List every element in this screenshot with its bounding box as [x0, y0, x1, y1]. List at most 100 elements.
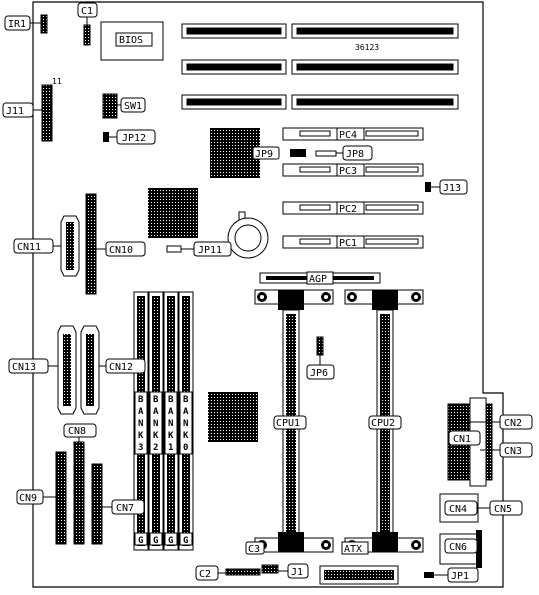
cpu2-label: CPU2 — [371, 418, 395, 429]
bios-chip-outline — [100, 21, 164, 61]
j11-header — [41, 84, 53, 142]
jp8-jumper — [315, 150, 337, 157]
battery — [227, 211, 269, 259]
jp6-jumper — [316, 336, 324, 356]
cn6-label: CN6 — [449, 542, 467, 553]
bank-3-letter: A — [138, 407, 144, 417]
j1-label: J1 — [291, 567, 303, 578]
board-outline — [32, 1, 504, 588]
jp11-jumper — [166, 245, 182, 253]
cn10-header — [85, 193, 97, 295]
j13-jumper — [425, 182, 431, 192]
cn13-connector — [57, 325, 77, 415]
bank-2-label: B A N K 2 — [153, 395, 159, 453]
cn11-label: CN11 — [17, 242, 41, 253]
leader-lines — [30, 17, 500, 576]
bios-label-box — [115, 32, 153, 47]
bank-3-label: B A N K 3 — [138, 395, 144, 453]
cn7-header — [91, 463, 103, 545]
cn9-label: CN9 — [19, 493, 37, 504]
chipset-io — [208, 392, 258, 442]
c3-label-box — [245, 541, 265, 555]
jp9-label: JP9 — [255, 149, 273, 160]
cn12-connector — [80, 325, 100, 415]
c3-header — [261, 564, 279, 574]
bank-1-letter: N — [168, 419, 173, 429]
c2-label: C2 — [199, 569, 211, 580]
cn9-header — [55, 451, 67, 545]
jp8-label: JP8 — [346, 149, 364, 160]
agp-label: AGP — [309, 274, 327, 285]
bank-3-letter: 3 — [138, 443, 143, 453]
cn3-label: CN3 — [504, 446, 522, 457]
agp-label-box — [306, 271, 334, 285]
bank-label-boxes — [134, 391, 193, 546]
bank-2-letter: B — [153, 395, 159, 405]
bank-1-g-label: G — [168, 536, 173, 546]
pci-slot-1-label: PC1 — [339, 238, 357, 249]
bank-0-letter: N — [183, 419, 188, 429]
jp1-jumper — [424, 572, 434, 578]
cn4-label: CN4 — [449, 504, 467, 515]
j11-label: J11 — [6, 106, 24, 117]
slot-number-label: 36123 — [355, 43, 379, 52]
jp9-label-box — [252, 146, 280, 160]
bank-2-g-label: G — [153, 536, 158, 546]
cn8-header — [73, 441, 85, 545]
jp11-label: JP11 — [198, 245, 222, 256]
chipset-south — [148, 188, 198, 238]
bank-0-letter: A — [183, 407, 189, 417]
cn10-label: CN10 — [109, 245, 133, 256]
cn1-label: CN1 — [453, 434, 471, 445]
sw1-switch — [102, 93, 118, 119]
pin-number-label: 11 — [52, 77, 62, 86]
atx-pins — [324, 570, 394, 580]
pci-slot-2-label: PC2 — [339, 204, 357, 215]
sw1-label: SW1 — [124, 101, 142, 112]
jp12-jumper — [103, 132, 109, 142]
bank-3-g-label: G — [138, 536, 143, 546]
cn7-label: CN7 — [116, 503, 134, 514]
c3-label: C3 — [248, 544, 260, 555]
jp1-label: JP1 — [451, 571, 469, 582]
ir1-header — [40, 14, 48, 34]
pci-slot-labels — [336, 127, 365, 249]
bank-3-letter: B — [138, 395, 144, 405]
c1-label: C1 — [81, 6, 93, 17]
bank-1-letter: K — [168, 431, 174, 441]
bank-3-letter: N — [138, 419, 143, 429]
bank-2-letter: 2 — [153, 443, 158, 453]
cpu1-label-box — [273, 415, 307, 430]
bank-0-letter: 0 — [183, 443, 188, 453]
pci-slot-4-label: PC4 — [339, 130, 357, 141]
c2-header — [225, 568, 261, 576]
cn5-label: CN5 — [494, 504, 512, 515]
cpu2-label-box — [368, 415, 402, 430]
bank-1-letter: A — [168, 407, 174, 417]
callout-boxes — [2, 2, 533, 583]
jp9-jumper — [290, 149, 306, 157]
atx-label: ATX — [344, 544, 362, 555]
jp12-label: JP12 — [122, 133, 146, 144]
cn13-label: CN13 — [12, 362, 36, 373]
j13-label: J13 — [443, 183, 461, 194]
bank-1-letter: B — [168, 395, 174, 405]
ir1-label: IR1 — [8, 19, 26, 30]
bios-label: BIOS — [119, 35, 143, 46]
pci-slot-3-label: PC3 — [339, 166, 357, 177]
cn11-connector — [60, 215, 80, 277]
bank-2-letter: A — [153, 407, 159, 417]
bank-3-letter: K — [138, 431, 144, 441]
cn8-label: CN8 — [68, 426, 86, 437]
cn12-label: CN12 — [109, 362, 133, 373]
jp6-label: JP6 — [310, 368, 328, 379]
bank-0-letter: B — [183, 395, 189, 405]
chipset-north — [210, 128, 260, 178]
atx-label-box — [341, 541, 369, 555]
bank-1-letter: 1 — [168, 443, 173, 453]
cn2-label: CN2 — [504, 418, 522, 429]
isa-slots — [181, 23, 459, 110]
bank-2-letter: N — [153, 419, 158, 429]
c1-header — [83, 24, 91, 46]
